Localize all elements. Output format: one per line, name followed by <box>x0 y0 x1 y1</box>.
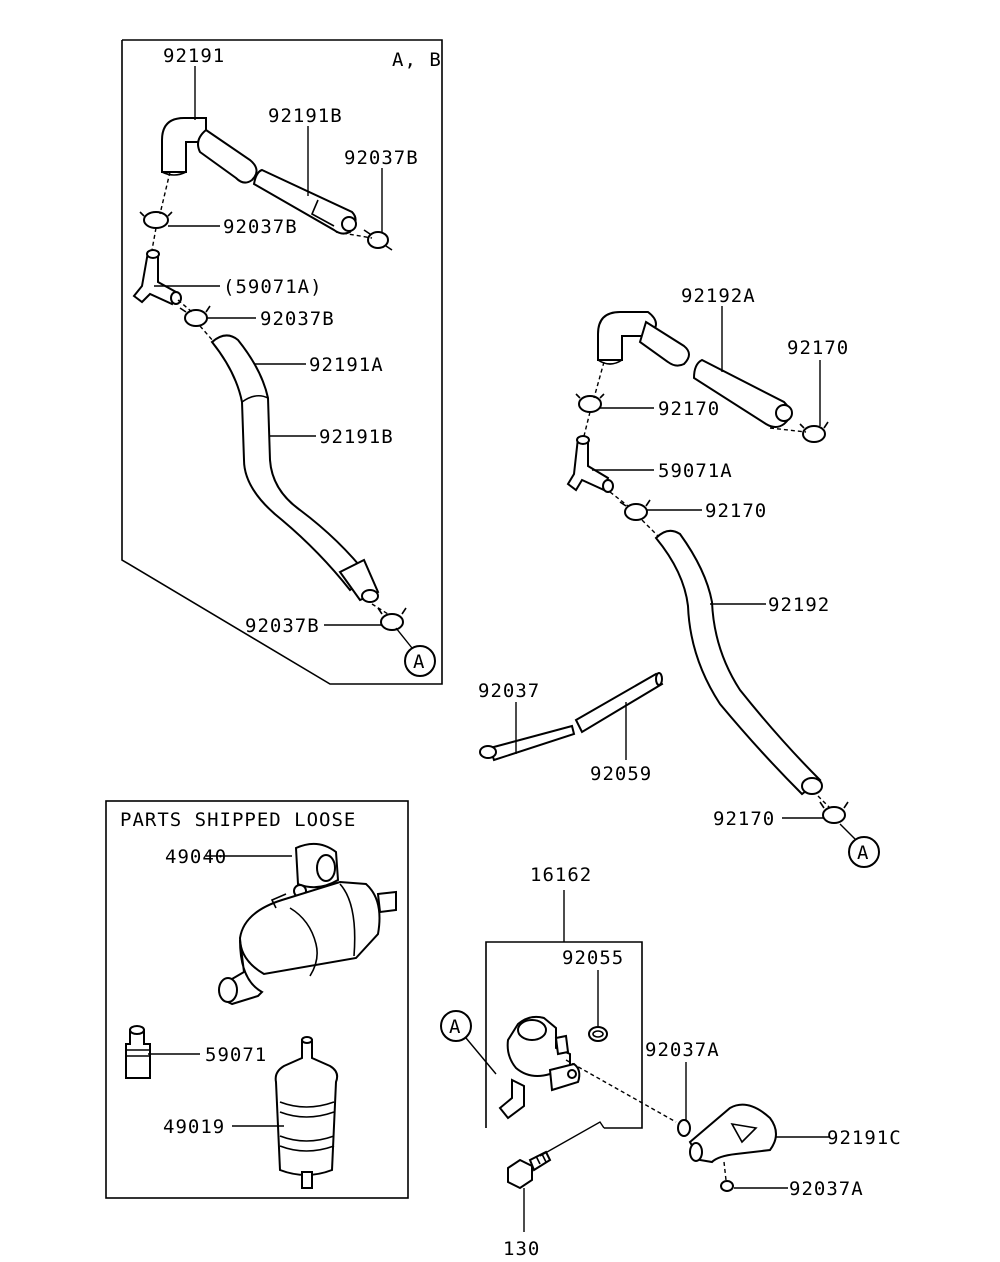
label-92059: 92059 <box>590 763 652 785</box>
leader-130-to-regulator <box>539 1121 605 1157</box>
part-92192-long-hose[interactable] <box>654 529 823 796</box>
assembly-guide-lines-left <box>151 171 389 615</box>
part-59071A-fitting-right[interactable] <box>566 435 614 493</box>
label-92037B-mid: 92037B <box>260 308 335 330</box>
part-92191B-sleeve-upper[interactable] <box>252 168 357 235</box>
connector-a-regulator: A <box>440 1010 497 1075</box>
label-92037B-top-right: 92037B <box>344 147 419 169</box>
label-59071: 59071 <box>205 1044 267 1066</box>
part-92191A-long-hose[interactable] <box>210 334 370 592</box>
label-92037B-bottom: 92037B <box>245 615 320 637</box>
group-16162-bracket <box>485 941 643 1129</box>
part-92191C-elbow-hose[interactable] <box>688 1103 777 1164</box>
part-92037A-clamp-upper[interactable] <box>677 1119 691 1137</box>
label-130: 130 <box>503 1238 540 1260</box>
part-92192A-sleeve[interactable] <box>692 358 793 428</box>
part-92055-o-ring[interactable] <box>588 1026 608 1042</box>
label-49040: 49040 <box>165 846 227 868</box>
label-92037: 92037 <box>478 680 540 702</box>
part-92191B-sleeve-lower[interactable] <box>338 558 380 603</box>
part-92192A-hose-segment[interactable] <box>638 320 690 367</box>
svg-text:A: A <box>449 1016 461 1038</box>
connector-a-right: A <box>839 823 880 868</box>
part-16162-pressure-regulator[interactable] <box>498 1015 581 1120</box>
part-92037A-clamp-lower[interactable] <box>720 1180 734 1192</box>
part-59071-fitting-loose[interactable] <box>125 1025 151 1079</box>
label-92170-top-right: 92170 <box>787 337 849 359</box>
part-92191-hose-segment[interactable] <box>197 128 258 184</box>
label-59071A: 59071A <box>658 460 733 482</box>
label-16162: 16162 <box>530 864 592 886</box>
label-49019: 49019 <box>163 1116 225 1138</box>
label-92037A-upper: 92037A <box>645 1039 720 1061</box>
group-ab-header: A, B <box>392 49 442 71</box>
connector-a-left: A <box>395 627 436 677</box>
label-92037B-left: 92037B <box>223 216 298 238</box>
label-92191: 92191 <box>163 45 225 67</box>
label-92191A: 92191A <box>309 354 384 376</box>
label-59071A-paren: (59071A) <box>223 276 323 298</box>
part-92170-clamp-bottom[interactable] <box>819 801 849 824</box>
parts-shipped-loose-box <box>105 800 409 1199</box>
label-92191B-lower: 92191B <box>319 426 394 448</box>
label-92192: 92192 <box>768 594 830 616</box>
label-92191C: 92191C <box>827 1127 902 1149</box>
label-92170-mid-left: 92170 <box>658 398 720 420</box>
assembly-guide-lines-regulator <box>565 1059 727 1181</box>
group-ab-outline <box>121 39 443 685</box>
part-59071A-fitting-left[interactable] <box>132 249 182 306</box>
part-49040-fuel-pump[interactable] <box>218 842 397 1006</box>
svg-text:A: A <box>857 842 869 864</box>
part-92170-clamp-mid[interactable] <box>619 499 651 521</box>
part-92037B-clamp-upper-right[interactable] <box>363 229 393 251</box>
part-92170-clamp-top-right[interactable] <box>799 421 829 443</box>
label-92037A-lower: 92037A <box>789 1178 864 1200</box>
part-92059-tube[interactable] <box>574 672 664 734</box>
part-49019-fuel-filter[interactable] <box>274 1036 339 1189</box>
part-92037B-clamp-bottom[interactable] <box>377 607 407 631</box>
label-92170-mid: 92170 <box>705 500 767 522</box>
part-92037B-clamp-mid[interactable] <box>179 305 211 327</box>
part-130-bolt[interactable] <box>507 1150 552 1190</box>
label-92170-bottom: 92170 <box>713 808 775 830</box>
label-92055: 92055 <box>562 947 624 969</box>
part-92037-strap[interactable] <box>479 724 576 762</box>
label-92191B-top: 92191B <box>268 105 343 127</box>
parts-shipped-loose-title: PARTS SHIPPED LOOSE <box>120 809 356 831</box>
part-92170-clamp-mid-left[interactable] <box>575 393 605 413</box>
svg-text:A: A <box>413 651 425 673</box>
label-92192A: 92192A <box>681 285 756 307</box>
part-92037B-clamp-left[interactable] <box>139 211 173 229</box>
